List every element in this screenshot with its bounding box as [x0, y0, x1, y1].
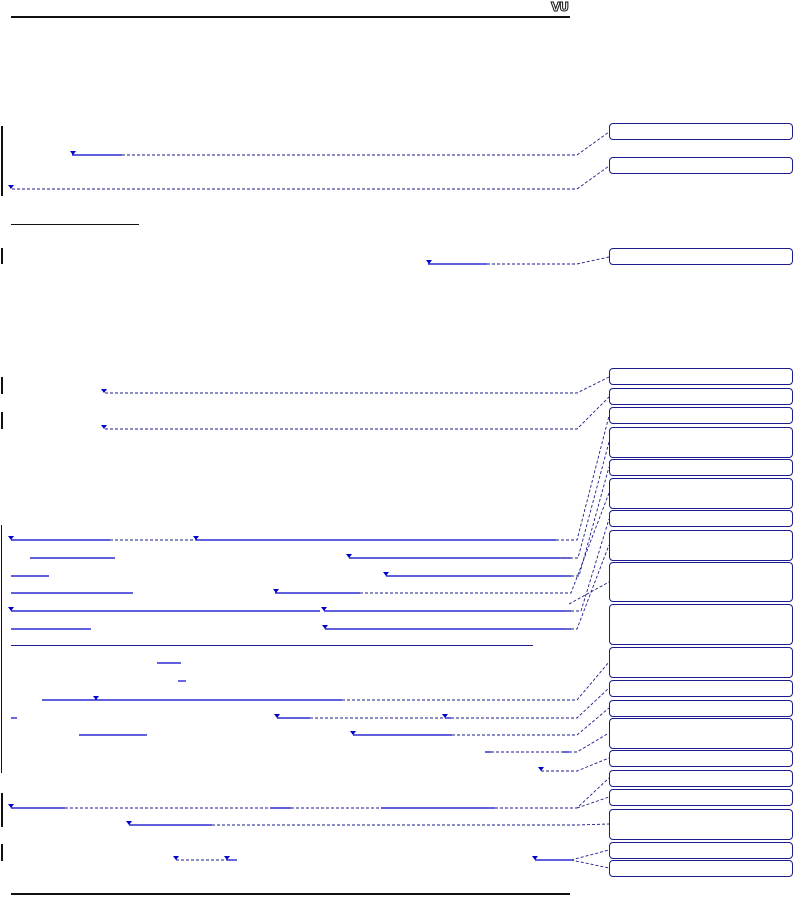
comment-leader-line: [12, 165, 610, 190]
comment-leader-line: [105, 396, 610, 430]
comment-box[interactable]: [609, 478, 793, 509]
comment-leader-line: [566, 544, 610, 630]
comment-leader-line: [576, 796, 610, 809]
change-bar: [1, 377, 3, 394]
header-rule: [11, 16, 570, 18]
insertion-caret-icon: [8, 536, 14, 540]
insertion-caret-icon: [538, 767, 544, 771]
comment-box[interactable]: [609, 562, 793, 602]
document-title: VU: [550, 0, 569, 15]
comment-leader-line: [451, 687, 610, 719]
comment-leader-line: [570, 849, 610, 861]
insertion-caret-icon: [8, 607, 14, 611]
footer-rule: [11, 893, 570, 895]
change-bar: [1, 248, 3, 264]
insertion-caret-icon: [101, 425, 107, 429]
comment-leader-line: [495, 777, 610, 809]
insertion-caret-icon: [426, 260, 432, 264]
insertion-caret-icon: [350, 731, 356, 735]
comment-box[interactable]: [609, 157, 793, 174]
comment-box[interactable]: [609, 388, 793, 405]
comment-box[interactable]: [609, 700, 793, 717]
comment-leader-line: [452, 707, 610, 736]
change-bar: [1, 525, 2, 773]
comment-leader-line: [566, 518, 610, 612]
insertion-caret-icon: [322, 625, 328, 629]
comment-box[interactable]: [609, 750, 793, 767]
comment-box[interactable]: [609, 647, 793, 678]
comment-leader-line: [570, 859, 610, 869]
comment-box[interactable]: [609, 860, 793, 877]
comment-box[interactable]: [609, 407, 793, 424]
insertion-caret-icon: [274, 714, 280, 718]
comment-leader-line: [105, 376, 610, 394]
comment-leader-line: [556, 415, 610, 541]
insertion-caret-icon: [101, 389, 107, 393]
insertion-caret-icon: [273, 589, 279, 593]
comment-box[interactable]: [609, 842, 793, 859]
comment-box[interactable]: [609, 680, 793, 697]
comment-leader-line: [342, 661, 610, 701]
insertion-caret-icon: [8, 185, 14, 189]
comment-box[interactable]: [609, 604, 793, 645]
section-rule: [11, 224, 139, 225]
comment-leader-line: [568, 581, 610, 605]
insertion-caret-icon: [383, 572, 389, 576]
comment-leader-line: [541, 757, 610, 772]
change-bar: [1, 793, 3, 827]
comment-box[interactable]: [609, 368, 793, 385]
insertion-caret-icon: [93, 696, 99, 700]
insertion-caret-icon: [193, 536, 199, 540]
comment-box[interactable]: [609, 427, 793, 458]
insertion-caret-icon: [70, 151, 76, 155]
comment-box[interactable]: [609, 718, 793, 749]
comment-leader-line: [569, 732, 610, 753]
insertion-caret-icon: [126, 821, 132, 825]
comment-leader-line: [566, 466, 610, 577]
comment-leader-line: [212, 823, 610, 826]
comment-leader-line: [560, 441, 610, 559]
comment-box[interactable]: [609, 809, 793, 840]
comment-box[interactable]: [609, 510, 793, 527]
paragraph-rule: [11, 645, 533, 646]
insertion-caret-icon: [346, 554, 352, 558]
insertion-caret-icon: [224, 856, 230, 860]
comment-box[interactable]: [609, 459, 793, 476]
comment-box[interactable]: [609, 789, 793, 806]
comment-leader-line: [122, 131, 610, 156]
comment-box[interactable]: [609, 770, 793, 787]
insertion-caret-icon: [8, 804, 14, 808]
comment-box[interactable]: [609, 530, 793, 561]
insertion-caret-icon: [532, 856, 538, 860]
comment-leader-line: [360, 492, 610, 594]
change-bar: [1, 412, 3, 429]
comment-leader-line: [487, 256, 610, 265]
change-bar: [1, 126, 3, 196]
insertion-caret-icon: [173, 856, 179, 860]
insertion-caret-icon: [321, 607, 327, 611]
comment-box[interactable]: [609, 123, 793, 140]
change-bar: [1, 844, 3, 861]
insertion-caret-icon: [442, 714, 448, 718]
comment-box[interactable]: [609, 248, 793, 265]
